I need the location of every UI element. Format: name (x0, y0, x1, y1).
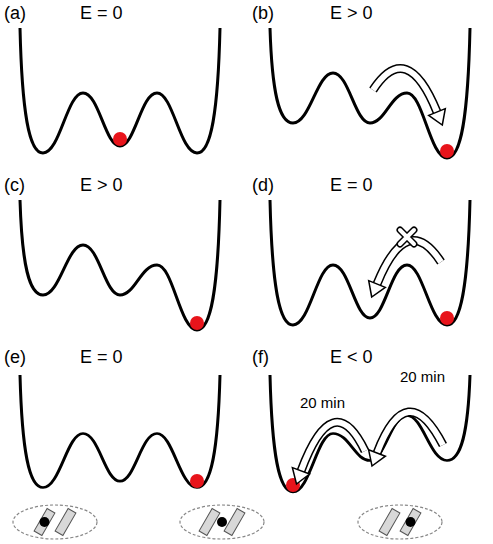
molecule-state (358, 505, 442, 539)
ball (113, 132, 127, 146)
ball (190, 474, 204, 488)
potential-panel (270, 375, 470, 492)
time-label: 20 min (398, 368, 447, 386)
field-label: E < 0 (330, 346, 373, 368)
potential-curve (20, 375, 220, 488)
field-label: E > 0 (80, 174, 123, 196)
panel-letter: (d) (252, 174, 274, 196)
potential-panel (20, 28, 220, 153)
transition-arrow (292, 422, 365, 484)
potential-curve (270, 375, 470, 492)
potential-panel (270, 28, 470, 158)
time-label: 20 min (298, 394, 347, 412)
ball (190, 316, 204, 330)
potential-panel (20, 375, 220, 488)
potential-curve (270, 200, 470, 325)
panel-letter: (c) (4, 174, 25, 196)
blocked-arrow (369, 230, 441, 297)
field-label: E > 0 (330, 2, 373, 24)
field-label: E = 0 (80, 2, 123, 24)
panel-letter: (f) (252, 346, 269, 368)
potential-curve (270, 28, 470, 158)
molecule-state (13, 505, 97, 539)
ball (440, 144, 454, 158)
transition-arrow (373, 69, 445, 125)
potential-curve (20, 200, 220, 330)
ball (440, 311, 454, 325)
panel-letter: (a) (4, 2, 26, 24)
potential-panel (20, 200, 220, 330)
potential-panel (270, 200, 470, 325)
panel-letter: (b) (252, 2, 274, 24)
field-label: E = 0 (330, 174, 373, 196)
field-label: E = 0 (80, 346, 123, 368)
potential-curve (20, 28, 220, 153)
molecule-state (180, 505, 264, 539)
transition-arrow (369, 412, 443, 466)
panel-letter: (e) (4, 346, 26, 368)
